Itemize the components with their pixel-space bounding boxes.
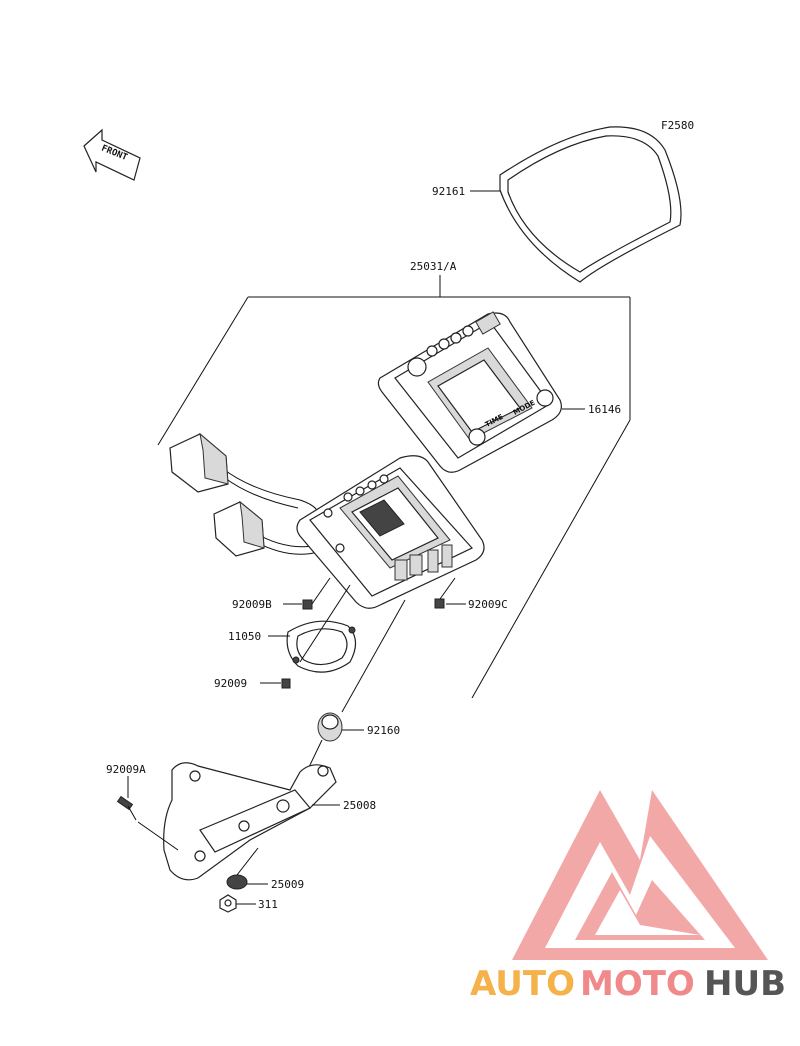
label-92009b: 92009B	[232, 598, 272, 611]
bolt-92009a	[116, 795, 137, 821]
leader-gasket-to-body	[299, 584, 351, 663]
watermark-moto: MOTO	[580, 964, 695, 1004]
body-holes	[323, 474, 389, 553]
grommet-92160	[317, 712, 343, 742]
washer-25009	[226, 874, 248, 890]
meter-cover	[499, 126, 682, 283]
leader-washer-up	[236, 847, 259, 876]
label-25031a: 25031/A	[410, 260, 457, 273]
label-92160: 92160	[367, 724, 400, 737]
screw-92009	[281, 678, 291, 689]
watermark-hub: HUB	[704, 964, 786, 1004]
label-92009c: 92009C	[468, 598, 508, 611]
label-11050: 11050	[228, 630, 261, 643]
label-311: 311	[258, 898, 278, 911]
wire-harness	[169, 432, 319, 557]
meter-body	[296, 455, 485, 609]
bracket-25008	[163, 762, 337, 881]
label-16146: 16146	[588, 403, 621, 416]
gasket-11050	[286, 620, 357, 673]
watermark-auto: AUTO	[470, 964, 575, 1004]
leader-grommet-up	[341, 599, 406, 713]
label-25008: 25008	[343, 799, 376, 812]
leader-bolt-to-bracket	[137, 821, 179, 851]
label-92009: 92009	[214, 677, 247, 690]
label-92161: 92161	[432, 185, 465, 198]
assy-bracket-lines	[157, 275, 631, 699]
screw-92009c	[434, 577, 456, 609]
screw-92009b	[302, 577, 331, 610]
body-terminals	[394, 544, 453, 581]
label-92009a: 92009A	[106, 763, 146, 776]
label-25009: 25009	[271, 878, 304, 891]
figure-code: F2580	[661, 119, 694, 132]
case-buttons	[426, 325, 474, 357]
meter-case-front: TIME MODE	[377, 311, 562, 473]
automotohub-logo	[512, 790, 768, 960]
front-arrow-icon: FRONT	[83, 128, 141, 181]
nut-311	[219, 894, 237, 913]
automotohub-wordmark: AUTO MOTO HUB	[470, 964, 786, 1004]
